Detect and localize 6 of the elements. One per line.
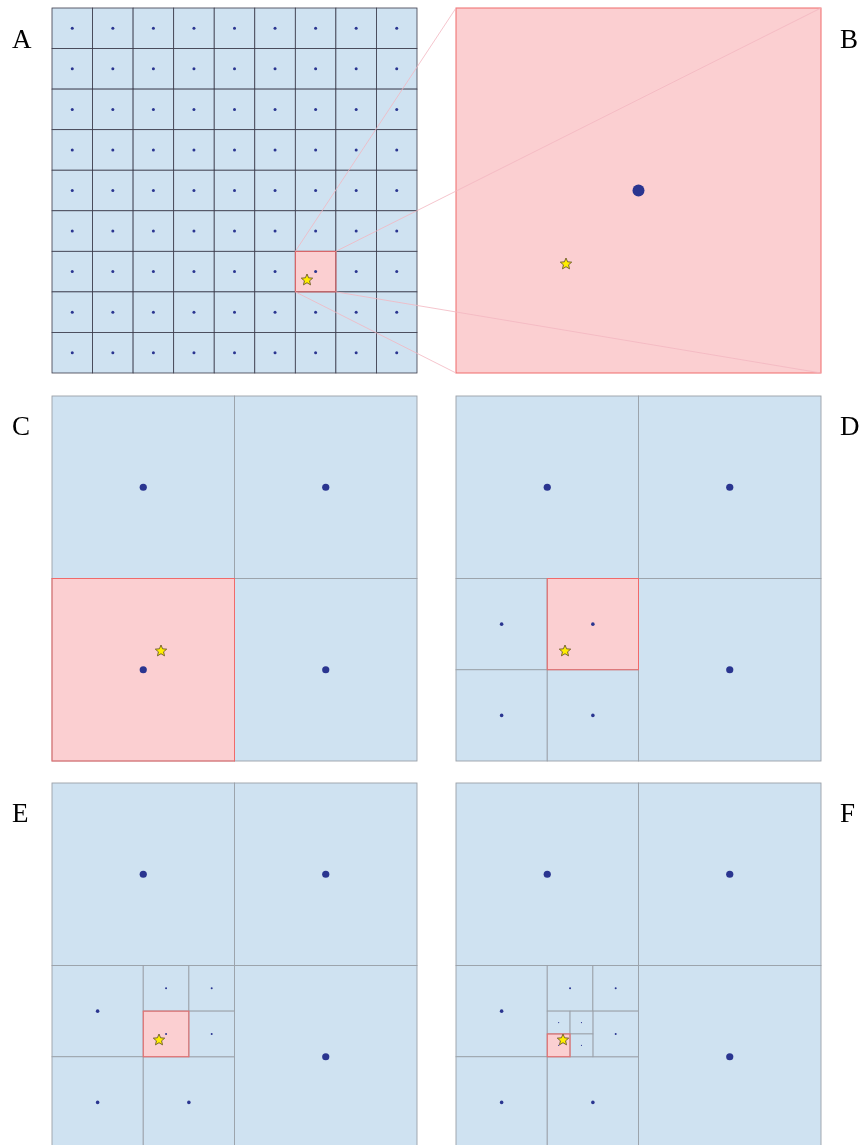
panel-letter: F: [840, 798, 856, 828]
panel-letter: D: [840, 411, 860, 441]
panel-letter: A: [12, 24, 32, 54]
panel-letter: C: [12, 411, 30, 441]
panel-letter: B: [840, 24, 858, 54]
panel-letter: E: [12, 798, 29, 828]
